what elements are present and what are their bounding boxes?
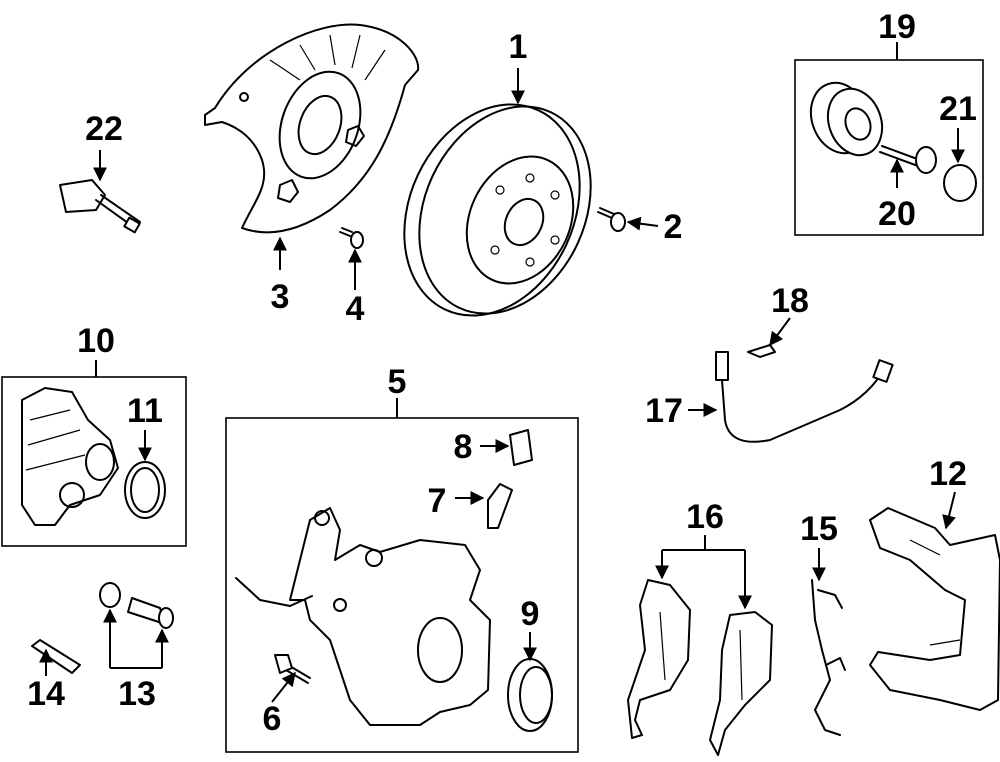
part-brake-pad-outer[interactable] <box>709 611 773 756</box>
part-hose-clip[interactable] <box>747 344 776 358</box>
callout-4: 4 <box>346 290 365 328</box>
callout-11: 11 <box>127 392 163 430</box>
part-sensor[interactable] <box>59 179 141 234</box>
callout-20: 20 <box>878 195 916 233</box>
part-rotor-screw[interactable] <box>597 207 626 232</box>
callout-15: 15 <box>800 510 838 548</box>
callout-3: 3 <box>271 278 290 316</box>
part-shield-bolt[interactable] <box>339 227 364 249</box>
part-brake-pad-inner[interactable] <box>627 579 691 739</box>
part-pad-spring[interactable] <box>811 579 846 736</box>
callout-12: 12 <box>929 455 967 493</box>
part-oring[interactable] <box>124 461 166 519</box>
callout-6: 6 <box>263 700 282 738</box>
part-guide-pin[interactable] <box>127 597 174 629</box>
part-brake-rotor[interactable] <box>371 76 623 345</box>
part-dust-shield[interactable] <box>204 23 420 234</box>
callout-18: 18 <box>771 282 809 320</box>
part-hub-bearing[interactable] <box>801 75 891 163</box>
part-caliper[interactable] <box>235 507 491 726</box>
callout-1: 1 <box>509 28 528 66</box>
callout-10: 10 <box>77 322 115 360</box>
part-guide-pin-bolt[interactable] <box>274 654 311 684</box>
callout-19: 19 <box>878 8 916 46</box>
callout-5: 5 <box>388 363 407 401</box>
group-box-motor <box>1 376 187 547</box>
callout-17: 17 <box>645 392 683 430</box>
callout-16: 16 <box>686 498 724 536</box>
callout-2: 2 <box>664 208 683 246</box>
part-guide-pin-boot[interactable] <box>99 582 121 608</box>
part-parking-motor[interactable] <box>21 387 119 526</box>
part-bleeder-screw[interactable] <box>487 483 513 529</box>
group-box-hub <box>794 59 984 236</box>
part-guide-pin-2[interactable] <box>31 639 81 674</box>
callout-13: 13 <box>118 675 156 713</box>
callout-14: 14 <box>27 675 65 713</box>
part-brake-hose[interactable] <box>715 351 894 443</box>
group-box-caliper <box>225 417 579 753</box>
callout-21: 21 <box>939 90 977 128</box>
callout-22: 22 <box>85 110 123 148</box>
leader-lines <box>39 42 965 703</box>
callout-8: 8 <box>454 428 473 466</box>
part-hub-cap[interactable] <box>943 164 977 202</box>
part-piston-seal[interactable] <box>507 658 553 732</box>
part-hub-bolt[interactable] <box>879 145 937 174</box>
callout-7: 7 <box>428 482 447 520</box>
part-caliper-bracket[interactable] <box>869 507 1000 711</box>
callout-9: 9 <box>521 595 540 633</box>
part-bleeder-cap[interactable] <box>509 429 533 466</box>
